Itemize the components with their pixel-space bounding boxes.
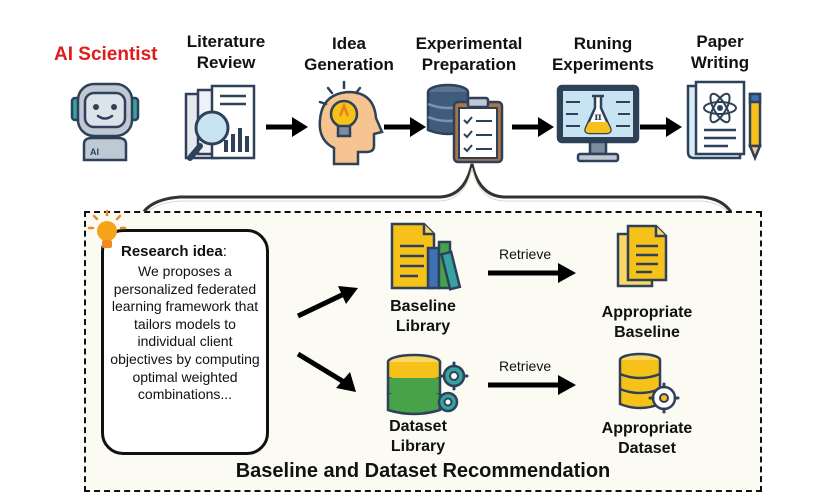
retrieve-label-dataset: Retrieve — [499, 358, 552, 374]
stage-line1: Runing — [573, 34, 633, 53]
research-idea-text: We proposes a personalized federated lea… — [110, 263, 260, 403]
research-idea-box: Research idea: We proposes a personalize… — [101, 229, 269, 455]
retrieve-label-baseline: Retrieve — [499, 246, 552, 262]
paper-atom-icon — [686, 80, 762, 162]
retrieve-arrow-dataset — [488, 375, 576, 395]
stage-line2: Writing — [690, 53, 750, 72]
dataset-library-line1: Dataset — [389, 418, 447, 435]
stage-title-literature-review: Literature Review — [172, 31, 280, 73]
stage-line1: Experimental — [415, 34, 523, 53]
stage-title-idea-generation: Idea Generation — [294, 33, 404, 75]
baseline-library-label: Baseline Library — [370, 297, 476, 337]
agent-label: AI Scientist — [54, 44, 158, 65]
stage-title-running-experiments: Runing Experiments — [541, 33, 665, 75]
section-title: Baseline and Dataset Recommendation — [235, 460, 611, 482]
baseline-library-icon — [390, 222, 462, 291]
robot-icon: AI — [70, 82, 140, 162]
monitor-flask-icon: π — [556, 84, 640, 163]
pipeline-arrow — [640, 117, 682, 137]
stage-line2: Preparation — [421, 55, 517, 74]
stage-line2: Review — [196, 53, 256, 72]
appropriate-dataset-label: Appropriate Dataset — [584, 419, 710, 459]
appropriate-dataset-line1: Appropriate — [601, 420, 693, 437]
pipeline-arrow — [512, 117, 554, 137]
dataset-library-label: Dataset Library — [370, 417, 466, 457]
research-idea-heading: Research idea: — [121, 243, 227, 260]
stage-line2: Generation — [304, 55, 394, 74]
lightbulb-icon — [87, 209, 127, 248]
baseline-library-line2: Library — [395, 318, 451, 335]
dataset-database-icon — [618, 352, 680, 414]
appropriate-baseline-label: Appropriate Baseline — [584, 303, 710, 343]
svg-text:AI: AI — [90, 147, 99, 157]
retrieve-arrow-baseline — [488, 263, 576, 283]
pipeline-arrow — [266, 117, 308, 137]
stage-line2: Experiments — [551, 55, 655, 74]
research-idea-title: Research idea — [121, 243, 223, 260]
pipeline-arrow — [384, 117, 426, 137]
baseline-library-line1: Baseline — [390, 298, 456, 315]
stage-title-experimental-preparation: Experimental Preparation — [404, 33, 534, 75]
idea-to-dataset-arrow — [296, 351, 356, 392]
appropriate-baseline-line2: Baseline — [614, 324, 680, 341]
stage-line1: Paper — [696, 32, 744, 51]
research-idea-colon: : — [222, 243, 227, 260]
documents-magnifier-icon — [184, 84, 256, 161]
stage-line1: Literature — [186, 32, 266, 51]
stage-title-paper-writing: Paper Writing — [670, 31, 770, 73]
stage-line1: Idea — [331, 34, 367, 53]
dataset-library-icon — [386, 353, 469, 416]
appropriate-dataset-line2: Dataset — [618, 440, 676, 457]
dataset-library-line2: Library — [390, 438, 446, 455]
svg-text:π: π — [594, 112, 601, 123]
idea-to-baseline-arrow — [296, 286, 358, 319]
appropriate-baseline-line1: Appropriate — [601, 304, 693, 321]
baseline-document-icon — [616, 224, 668, 288]
database-clipboard-icon — [426, 83, 504, 164]
idea-head-icon — [318, 80, 384, 166]
